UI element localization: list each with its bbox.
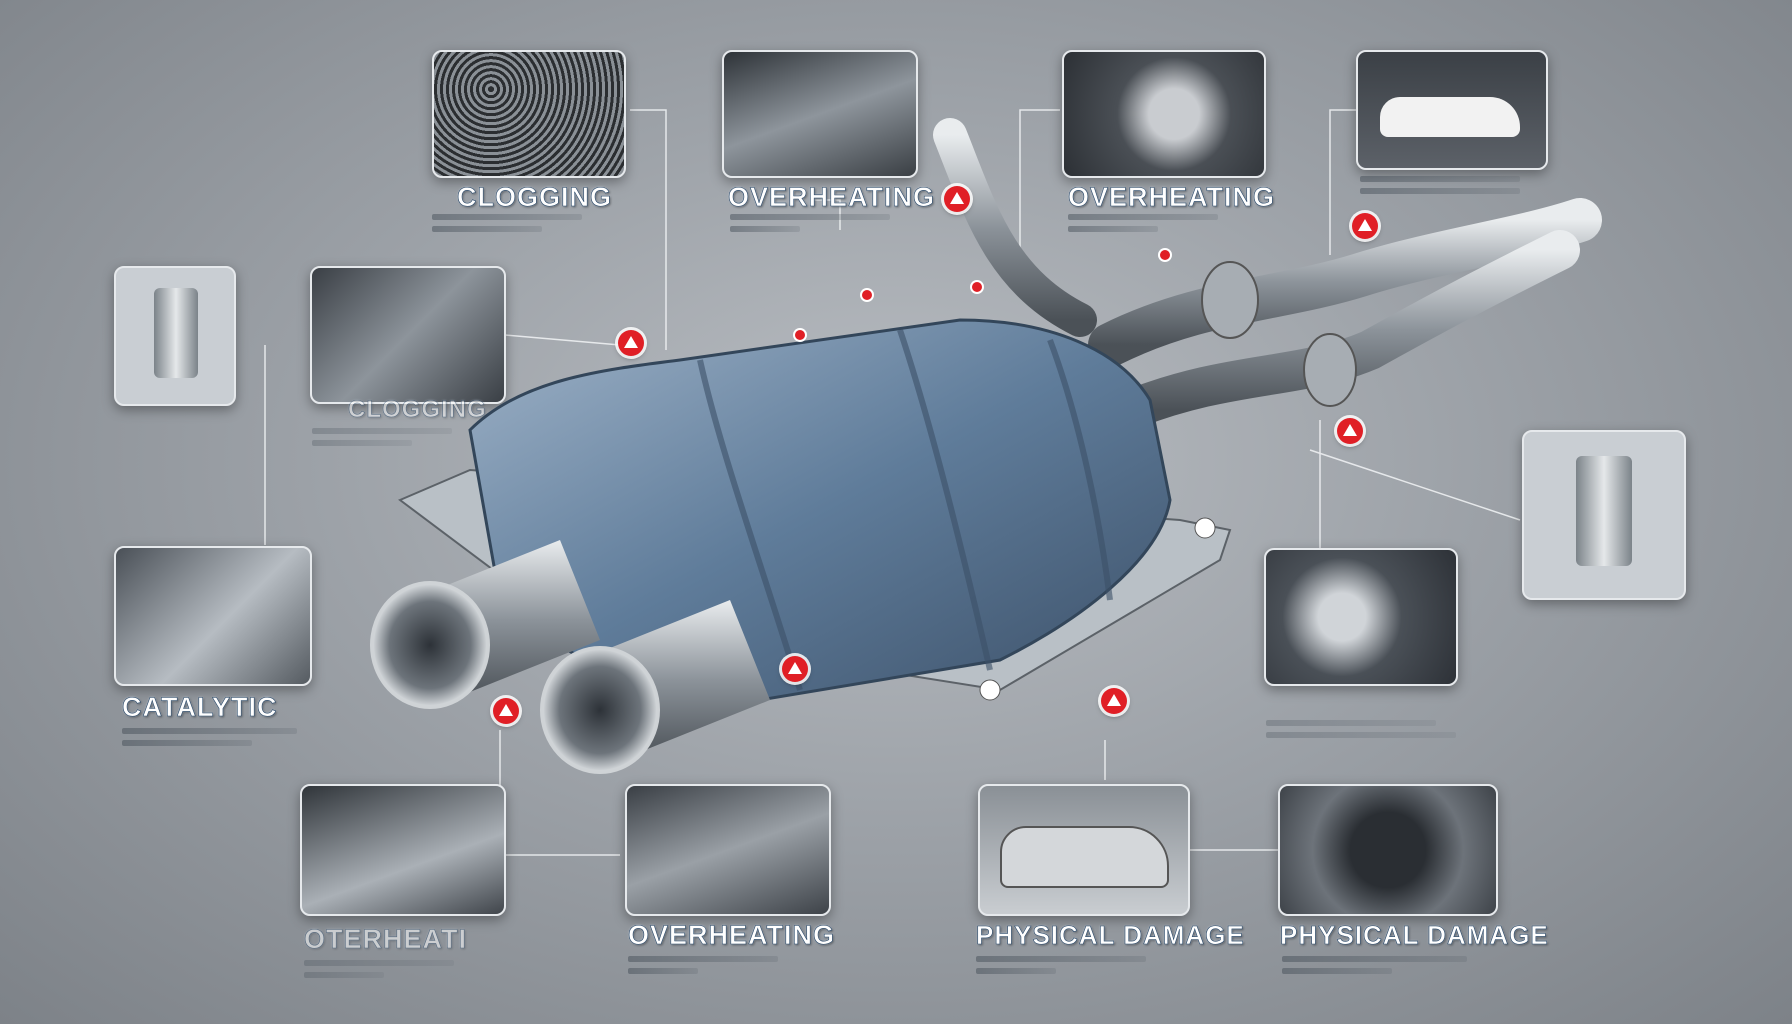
label-overheating-bottom-1: OTERHEATI xyxy=(304,924,467,955)
label-clogging-top: CLOGGING xyxy=(457,182,612,213)
thumb-overheating-top-2 xyxy=(1062,50,1266,178)
thumb-engine-assembly xyxy=(625,784,831,916)
warning-icon xyxy=(1352,213,1378,239)
warning-icon xyxy=(944,186,970,212)
label-overheating-top-2: OVERHEATING xyxy=(1068,182,1276,213)
marker-dot xyxy=(1160,250,1170,260)
label-overheating-top: OVERHEATING xyxy=(728,182,936,213)
warning-icon xyxy=(493,698,519,724)
thumb-engine-part xyxy=(1264,548,1458,686)
label-overheating-bottom-2: OVERHEATING xyxy=(628,920,836,951)
warning-icon xyxy=(1101,688,1127,714)
thumb-clogging-top xyxy=(432,50,626,178)
thumb-car-top xyxy=(1356,50,1548,170)
label-catalytic: CATALYTIC xyxy=(122,692,278,723)
marker-dot xyxy=(795,330,805,340)
thumb-overheating-top xyxy=(722,50,918,178)
thumb-damage-closeup xyxy=(1278,784,1498,916)
label-physical-damage-2: PHYSICAL DAMAGE xyxy=(1280,920,1549,951)
warning-icon xyxy=(618,330,644,356)
thumb-pipe-ends xyxy=(114,546,312,686)
thumb-debris xyxy=(300,784,506,916)
warning-icon xyxy=(1337,418,1363,444)
marker-dot xyxy=(862,290,872,300)
label-physical-damage-1: PHYSICAL DAMAGE xyxy=(976,920,1245,951)
warning-icon xyxy=(782,656,808,682)
thumb-parts-clogging xyxy=(310,266,506,404)
thumb-muffler-right xyxy=(1522,430,1686,600)
thumb-muffler-left xyxy=(114,266,236,406)
marker-dot xyxy=(972,282,982,292)
label-clogging-mid: CLOGGING xyxy=(348,396,487,424)
thumb-car-damage xyxy=(978,784,1190,916)
